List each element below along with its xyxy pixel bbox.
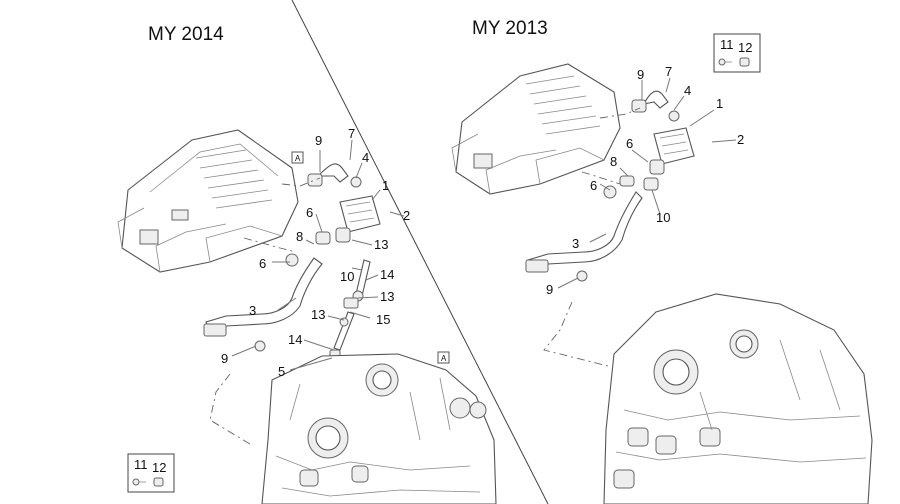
callout-8-r: 8 [610, 154, 617, 169]
callout-10: 10 [340, 269, 354, 284]
callout-7-r: 7 [665, 64, 672, 79]
callout-6b: 6 [259, 256, 266, 271]
callout-15: 15 [376, 312, 390, 327]
my2014-kit-num-a: 11 [134, 457, 148, 472]
my2014-section: MY 2014 [117, 24, 497, 504]
callout-9b: 9 [221, 351, 228, 366]
callout-14: 14 [380, 267, 394, 282]
section-divider [291, 0, 549, 504]
my2013-title: MY 2013 [472, 18, 548, 39]
callout-6-r: 6 [626, 136, 633, 151]
my2013-leader-c [543, 301, 609, 367]
my2014-leader-c [209, 373, 251, 445]
my2013-separator [643, 127, 695, 191]
my2014-leader-b [243, 237, 297, 253]
callout-8: 8 [296, 229, 303, 244]
my2014-kit-num-b: 12 [152, 460, 166, 475]
callout-3-r: 3 [572, 236, 579, 251]
my2014-engine [261, 353, 497, 504]
callout-14b: 14 [288, 332, 302, 347]
my2013-leader-a [599, 107, 641, 119]
callout-3: 3 [249, 303, 256, 318]
callout-13c: 13 [311, 307, 325, 322]
callout-1-r: 1 [716, 96, 723, 111]
callout-5: 5 [278, 364, 285, 379]
my2014-hoses [203, 163, 371, 359]
callout-9: 9 [315, 133, 322, 148]
callout-7: 7 [348, 126, 355, 141]
my2014-callouts: 9 7 4 1 2 6 8 6 13 10 14 13 3 15 13 14 9… [221, 126, 410, 379]
my2014-separator [315, 195, 381, 245]
my2014-title: MY 2014 [148, 24, 224, 45]
callout-13b: 13 [380, 289, 394, 304]
my2013-kit-num-b: 12 [738, 40, 752, 55]
my2014-kit-box: 11 12 [127, 453, 175, 493]
my2013-airbox [451, 63, 621, 195]
callout-6: 6 [306, 205, 313, 220]
my2013-callouts: 9 7 4 1 2 6 8 6 10 3 9 [546, 64, 744, 297]
my2013-kit-box: 11 12 [713, 33, 761, 73]
my2014-ref-marker-engine [437, 351, 450, 364]
callout-10-r: 10 [656, 210, 670, 225]
my2013-hoses [525, 90, 680, 282]
my2013-section: MY 2013 [451, 18, 873, 504]
callout-4-r: 4 [684, 83, 691, 98]
callout-4: 4 [362, 150, 369, 165]
callout-2-r: 2 [737, 132, 744, 147]
my2013-leader-b [581, 171, 621, 185]
callout-9-r: 9 [637, 67, 644, 82]
my2013-engine [603, 293, 873, 504]
my2014-airbox [117, 129, 299, 273]
callout-6b-r: 6 [590, 178, 597, 193]
my2014-callout-lines [231, 139, 405, 371]
callout-13: 13 [374, 237, 388, 252]
callout-9b-r: 9 [546, 282, 553, 297]
callout-1: 1 [382, 178, 389, 193]
my2014-ref-marker-engine-label: A [441, 354, 447, 363]
my2013-kit-num-a: 11 [720, 37, 734, 52]
callout-2: 2 [403, 208, 410, 223]
my2014-leader-a [281, 177, 321, 187]
my2014-ref-marker-top-label: A [295, 154, 301, 163]
my2014-ref-marker-top [291, 151, 304, 164]
my2013-callout-lines [557, 77, 737, 289]
